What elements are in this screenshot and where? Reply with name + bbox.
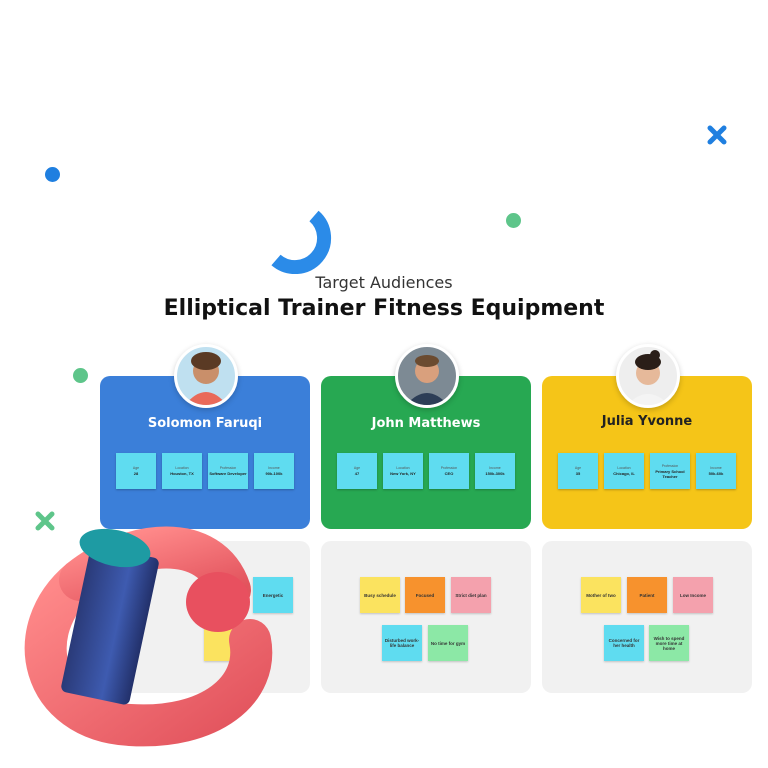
avatar-solomon xyxy=(174,344,238,408)
3d-ring-cylinder-decoration xyxy=(24,526,273,747)
green-dot-decoration-left xyxy=(73,368,88,383)
person-avatar-icon xyxy=(185,352,227,405)
avatar-julia xyxy=(616,344,680,408)
blue-x-decoration xyxy=(707,125,727,145)
note: No time for gym xyxy=(428,625,468,661)
note: Busy schedule xyxy=(360,577,400,613)
persona-notes-john: Busy schedule Focused Strict diet plan D… xyxy=(321,541,531,693)
avatar-john xyxy=(395,344,459,408)
page-title: Elliptical Trainer Fitness Equipment xyxy=(163,296,605,321)
person-avatar-icon xyxy=(627,350,669,405)
note: Focused xyxy=(405,577,445,613)
persona-name: Julia Yvonne xyxy=(601,414,693,429)
persona-name: Solomon Faruqi xyxy=(147,416,263,431)
note: Wish to spend more time at home xyxy=(649,625,689,661)
persona-notes-julia: Mother of two Patient Low Income Concern… xyxy=(542,541,752,693)
green-x-decoration xyxy=(35,511,55,531)
note: Patient xyxy=(627,577,667,613)
page-subtitle: Target Audiences xyxy=(315,273,453,292)
note: Disturbed work-life balance xyxy=(382,625,422,661)
blue-arc-decoration xyxy=(271,210,332,274)
note: Strict diet plan xyxy=(451,577,491,613)
note: Mother of two xyxy=(581,577,621,613)
note: Concerned for her health xyxy=(604,625,644,661)
person-avatar-icon xyxy=(406,355,448,405)
blue-dot-decoration xyxy=(45,167,60,182)
note: Energetic xyxy=(253,577,293,613)
note: Low Income xyxy=(673,577,713,613)
persona-name: John Matthews xyxy=(371,416,481,431)
green-dot-decoration xyxy=(506,213,521,228)
